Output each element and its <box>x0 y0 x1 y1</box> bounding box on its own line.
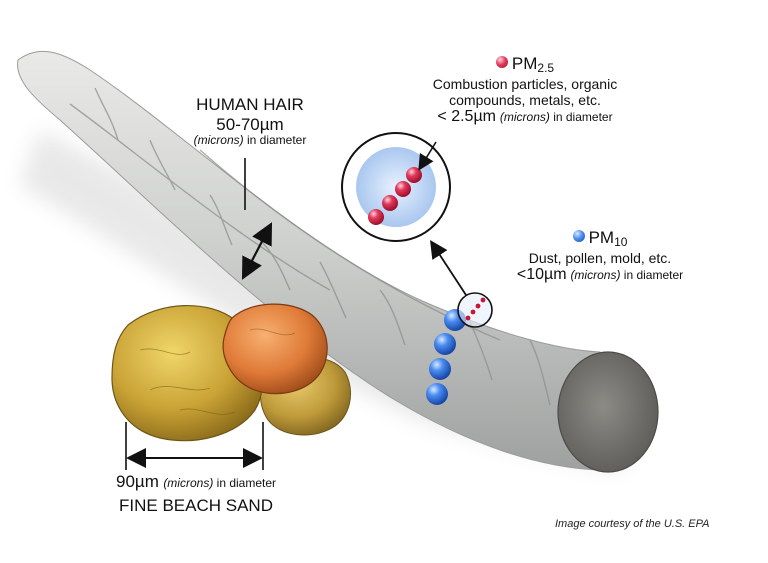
image-credit: Image courtesy of the U.S. EPA <box>555 518 710 530</box>
pm10-title: PM10 <box>485 228 715 250</box>
pm25-desc-line2: compounds, metals, etc. <box>449 91 601 108</box>
sand-texture <box>139 328 296 415</box>
sand-title: FINE BEACH SAND <box>119 496 273 516</box>
pm25-small-magnifier <box>457 292 493 328</box>
pm10-size: <10µm (microns) in diameter <box>516 265 684 283</box>
pm10-desc-line1: Dust, pollen, mold, etc. <box>528 249 672 266</box>
hair-cross-section <box>557 351 659 473</box>
sand-label: 90µm (microns) in diameter FINE BEACH SA… <box>86 472 306 516</box>
pm25-small-dots <box>465 297 486 321</box>
sand-size: 90µm (microns) in diameter <box>115 472 277 491</box>
human-hair-size: 50-70µm <box>216 114 284 134</box>
pm25-legend-dot <box>495 56 508 68</box>
pm25-pointer-arrow <box>418 141 437 171</box>
hair-diameter-arrow <box>241 222 273 280</box>
human-hair-title: HUMAN HAIR <box>196 95 304 114</box>
pm25-label: PM2.5 Combustion particles, organic comp… <box>395 54 655 126</box>
human-hair-label: HUMAN HAIR 50-70µm (microns) in diameter <box>180 95 320 148</box>
pm25-zoom-arrow <box>430 239 467 296</box>
pm10-label: PM10 Dust, pollen, mold, etc. <10µm (mic… <box>485 228 715 284</box>
pm25-desc-line1: Combustion particles, organic <box>432 75 618 92</box>
pm25-title: PM2.5 <box>395 54 655 76</box>
pm10-legend-dot <box>572 230 585 242</box>
pm25-particle-chain <box>368 167 422 225</box>
sand-grain-orange <box>222 303 328 395</box>
pm25-size: < 2.5µm (microns) in diameter <box>437 107 613 125</box>
human-hair-units: (microns) in diameter <box>193 133 307 148</box>
